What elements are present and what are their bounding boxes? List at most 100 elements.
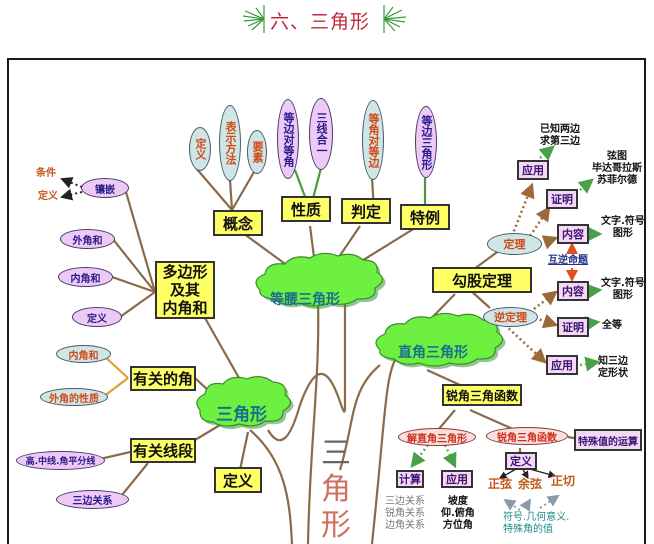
note-line: 文字.符号 xyxy=(601,278,645,289)
node-text: 等边对等角 xyxy=(282,111,295,167)
note-line: 锐角关系 xyxy=(385,508,425,519)
polygon-line: 内角和 xyxy=(162,299,208,317)
converse-proof-note: 全等 xyxy=(602,320,622,331)
converse-application-note: 知三边 定形状 xyxy=(598,356,628,380)
property-three-lines-node: 三线合一 xyxy=(309,98,333,170)
concept-box: 概念 xyxy=(213,210,263,236)
calculation-note: 三边关系 锐角关系 边角关系 xyxy=(385,496,425,532)
diagram-frame xyxy=(7,58,646,544)
note-line: 坡度 xyxy=(447,496,468,507)
title-bar: 六、三角形 xyxy=(0,0,654,40)
angles-exterior-property-node: 外角的性质 xyxy=(40,388,108,406)
sine-label: 正弦 xyxy=(488,477,513,491)
page-title: 六、三角形 xyxy=(270,11,371,33)
related-angles-box: 有关的角 xyxy=(130,366,196,391)
isosceles-cloud-shape xyxy=(255,252,386,309)
concept-elements-node: 要素 xyxy=(247,130,267,174)
dotted-green-arrows xyxy=(410,145,603,469)
node-text: 定义 xyxy=(194,138,207,160)
note-line: 三边关系 xyxy=(385,496,425,507)
concept-notation-node: 表示方法 xyxy=(219,105,241,181)
note-line: 方位角 xyxy=(442,520,473,531)
acute-trig-functions-box: 锐角三角函数 xyxy=(442,384,522,406)
related-segments-box: 有关线段 xyxy=(130,438,196,463)
inverse-proposition-label: 互逆命题 xyxy=(548,255,588,266)
theorem-content-note: 文字.符号 图形 xyxy=(601,216,645,240)
converse-application-box: 应用 xyxy=(546,355,578,375)
property-equal-sides-angles-node: 等边对等角 xyxy=(277,99,299,179)
title-decoration xyxy=(242,5,407,33)
tessellation-condition-label: 条件 xyxy=(36,168,56,179)
note-line: 文字.符号 xyxy=(601,216,645,227)
interior-angle-sum-node: 内角和 xyxy=(58,267,113,287)
vertical-title-char: 角 xyxy=(321,472,351,507)
application-note: 坡度 仰.俯角 方位角 xyxy=(441,496,475,532)
exterior-angle-sum-node: 外角和 xyxy=(60,229,115,249)
triangle-inequality-node: 三边关系 xyxy=(56,490,129,509)
trig-meaning-note: 符号.几何意义. 特殊角的值 xyxy=(503,512,569,536)
angles-interior-sum-node: 内角和 xyxy=(56,345,111,363)
theorem-content-box: 内容 xyxy=(557,224,589,244)
isosceles-triangle-node: 等腰三角形 xyxy=(270,292,340,308)
theorem-application-box: 应用 xyxy=(517,160,549,180)
note-line: 毕达哥拉斯 xyxy=(592,163,642,174)
note-line: 求第三边 xyxy=(540,136,580,147)
note-line: 定形状 xyxy=(598,368,628,379)
calculation-box: 计算 xyxy=(396,470,424,488)
note-line: 边角关系 xyxy=(385,520,425,531)
triangle-definition-box: 定义 xyxy=(214,467,262,493)
note-line: 图形 xyxy=(612,290,633,301)
special-case-box: 特例 xyxy=(400,204,450,230)
triangle-cloud-shape xyxy=(196,376,294,430)
note-line: 符号.几何意义. xyxy=(503,512,570,523)
tessellation-arrows xyxy=(60,177,83,201)
note-line: 已知两边 xyxy=(540,124,580,135)
triangle-root-node: 三角形 xyxy=(216,405,267,425)
converse-proof-box: 证明 xyxy=(557,317,589,337)
altitude-median-bisector-node: 高.中线.角平分线 xyxy=(16,451,105,470)
node-text: 表示方法 xyxy=(224,121,237,165)
note-line: 仰.俯角 xyxy=(441,508,475,519)
note-line: 知三边 xyxy=(598,356,628,367)
acute-trig-function-node: 锐角三角函数 xyxy=(486,427,568,445)
cosine-label: 余弦 xyxy=(518,477,543,491)
vertical-title-char: 三 xyxy=(321,436,351,471)
converse-content-box: 内容 xyxy=(557,281,589,301)
note-line: 苏菲尔德 xyxy=(597,175,637,186)
polygon-line: 多边形 xyxy=(162,263,208,281)
tessellation-node: 镶嵌 xyxy=(81,178,129,198)
node-text: 等角对等边 xyxy=(367,112,380,168)
left-firework-icon xyxy=(242,5,265,33)
judgement-box: 判定 xyxy=(341,198,391,224)
judgement-equal-angles-sides-node: 等角对等边 xyxy=(362,100,384,180)
vertical-title-char: 形 xyxy=(321,508,351,543)
theorem-node: 定理 xyxy=(487,233,542,255)
theorem-application-note: 已知两边 求第三边 xyxy=(540,124,580,148)
node-text: 等边三角形 xyxy=(420,114,433,170)
right-triangle-cloud-shape xyxy=(375,312,506,369)
special-values-box: 特殊值的运算 xyxy=(574,429,642,451)
tangent-label: 正切 xyxy=(551,474,576,488)
converse-content-note: 文字.符号 图形 xyxy=(601,278,645,302)
dotted-grey-arrows xyxy=(503,494,560,512)
polygon-box: 多边形 及其 内角和 xyxy=(155,261,215,319)
polygon-definition-node: 定义 xyxy=(72,307,122,327)
concept-definition-node: 定义 xyxy=(189,127,211,171)
node-text: 三线合一 xyxy=(315,112,328,156)
orange-branches xyxy=(102,354,129,398)
property-box: 性质 xyxy=(281,196,331,222)
dotted-brown-arrows xyxy=(504,182,559,364)
converse-theorem-node: 逆定理 xyxy=(483,307,538,327)
pythagorean-theorem-box: 勾股定理 xyxy=(432,267,532,293)
theorem-proof-note: 弦图 毕达哥拉斯 苏菲尔德 xyxy=(592,151,642,187)
solve-right-triangle-node: 解直角三角形 xyxy=(398,428,476,446)
special-equilateral-node: 等边三角形 xyxy=(415,106,437,178)
right-triangle-node: 直角三角形 xyxy=(398,345,468,361)
note-line: 弦图 xyxy=(607,151,627,162)
node-text: 要素 xyxy=(251,141,264,163)
vertical-title: 三 角 形 xyxy=(318,436,354,544)
note-line: 图形 xyxy=(612,228,633,239)
application-box: 应用 xyxy=(441,470,473,488)
note-line: 特殊角的值 xyxy=(503,524,553,535)
